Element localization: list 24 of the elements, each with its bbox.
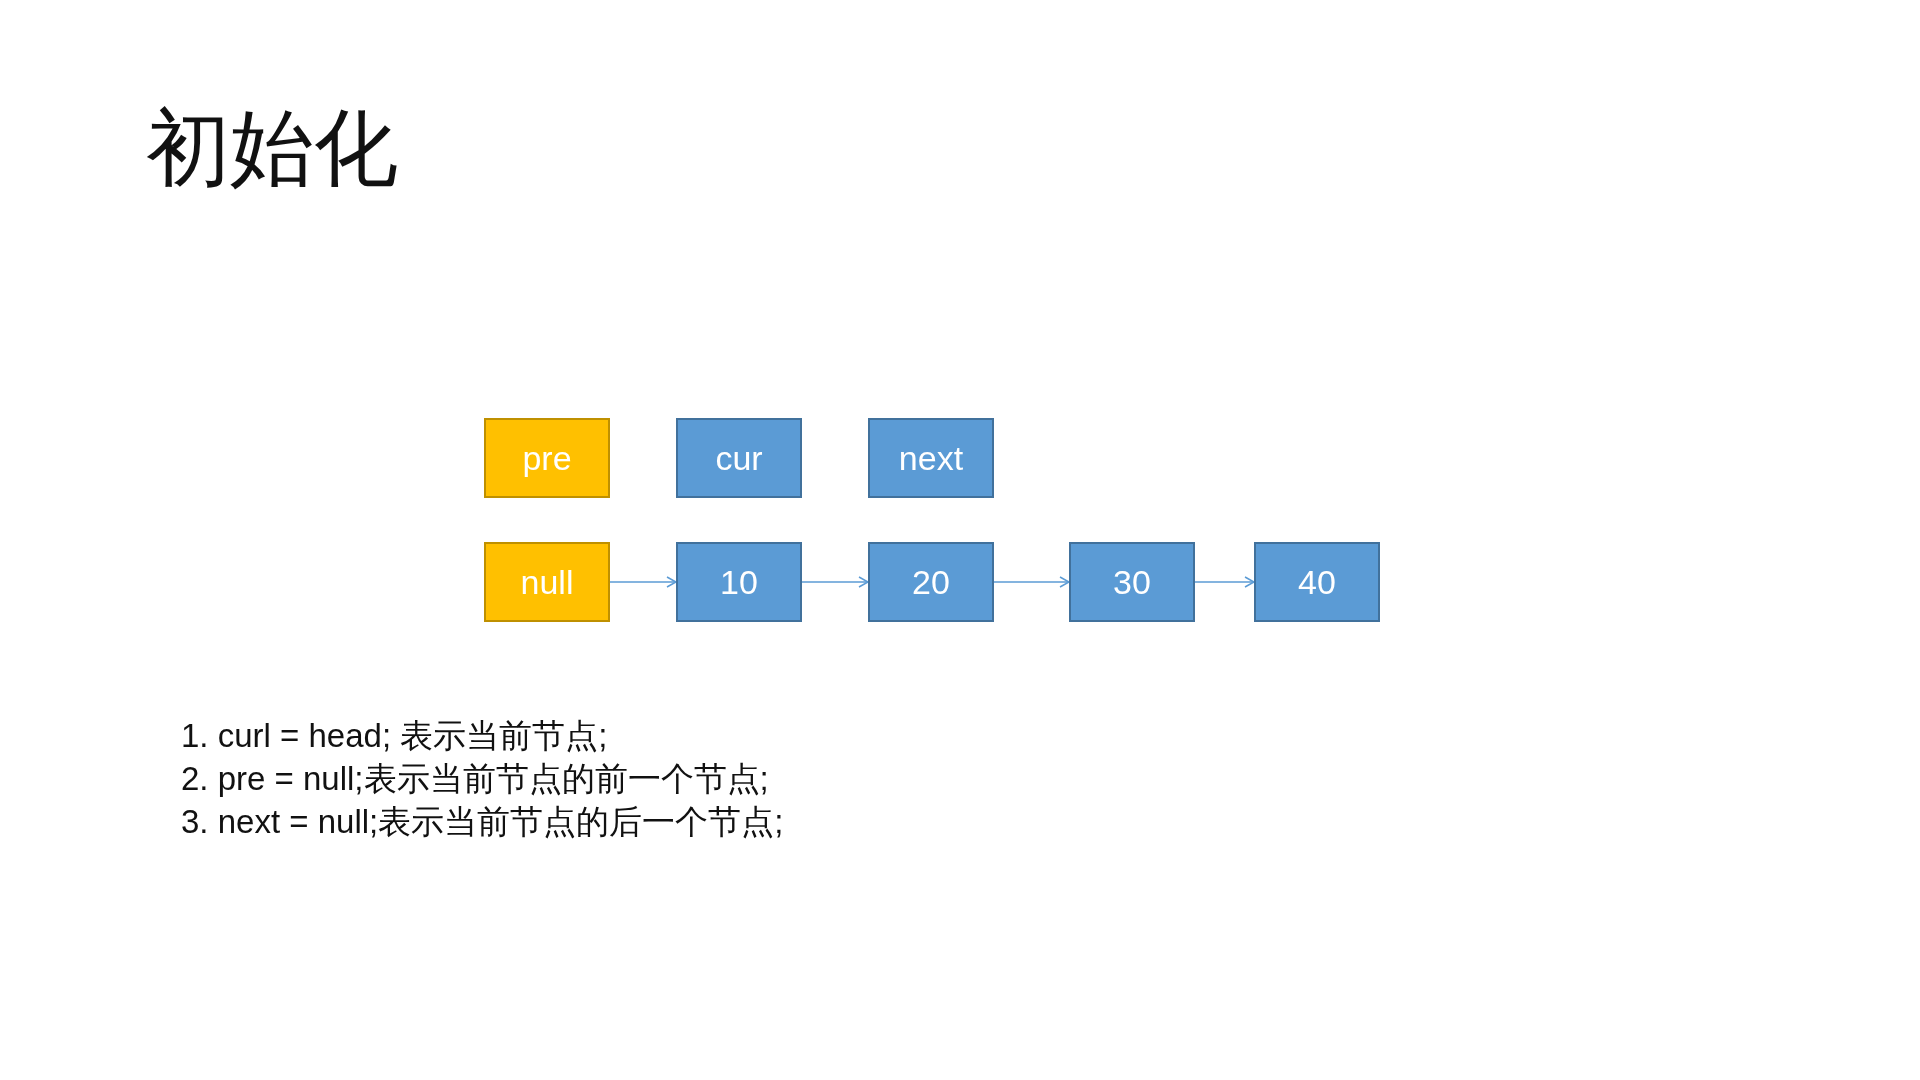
node-label: 40 xyxy=(1298,562,1336,602)
node-box xyxy=(868,542,994,622)
title: 初始化 xyxy=(146,98,398,199)
node-label: cur xyxy=(715,438,763,478)
node-label: 10 xyxy=(720,562,758,602)
list-item: 2. pre = null;表示当前节点的前一个节点; xyxy=(181,759,770,798)
list-item: 3. next = null;表示当前节点的后一个节点; xyxy=(181,802,784,841)
node-box xyxy=(868,418,994,498)
node-box xyxy=(676,542,802,622)
node-box xyxy=(484,542,610,622)
arrow xyxy=(609,576,677,588)
arrow xyxy=(801,576,869,588)
node-label: 20 xyxy=(912,562,950,602)
node-box xyxy=(1254,542,1380,622)
node-label: 30 xyxy=(1113,562,1151,602)
list-item: 1. curl = head; 表示当前节点; xyxy=(181,716,609,755)
node-box xyxy=(1069,542,1195,622)
arrow xyxy=(1194,576,1255,588)
arrow xyxy=(993,576,1070,588)
node-box xyxy=(676,418,802,498)
node-label: pre xyxy=(522,438,572,478)
node-label: next xyxy=(898,438,964,478)
node-box xyxy=(484,418,610,498)
node-label: null xyxy=(520,562,574,602)
